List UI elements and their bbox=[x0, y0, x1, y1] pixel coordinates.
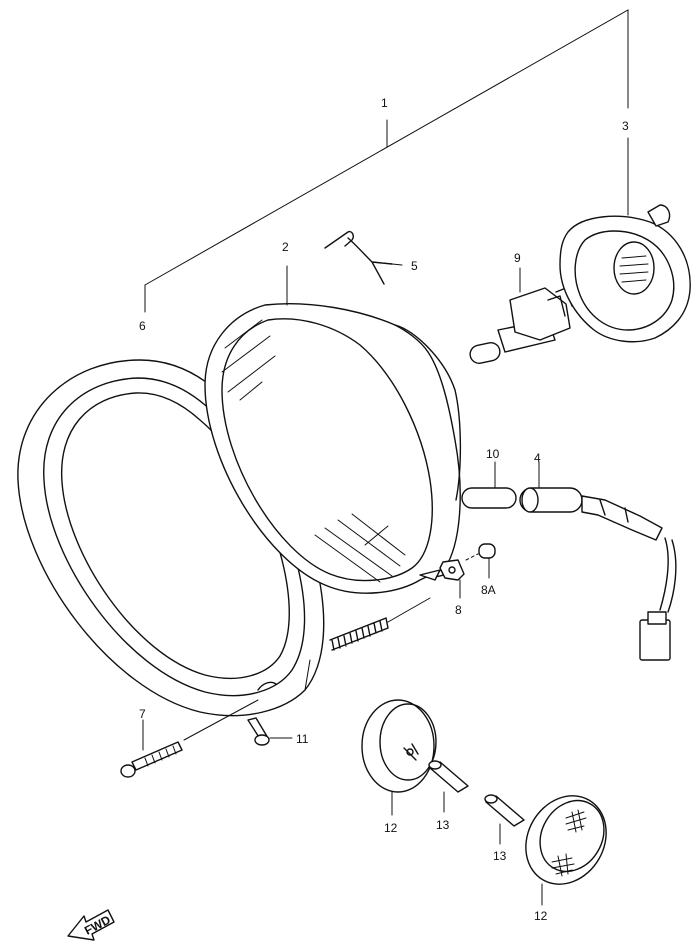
part-label-1: 1 bbox=[381, 96, 388, 110]
part-label-8a: 8A bbox=[481, 583, 496, 597]
spacer-lower bbox=[484, 794, 525, 845]
cover-right bbox=[525, 795, 607, 906]
small-screw bbox=[247, 717, 293, 746]
position-bulb bbox=[461, 461, 517, 509]
part-label-6: 6 bbox=[139, 319, 146, 333]
part-label-4: 4 bbox=[534, 451, 541, 465]
part-label-12-left: 12 bbox=[384, 821, 398, 835]
position-socket-harness bbox=[519, 461, 677, 661]
part-label-11: 11 bbox=[296, 732, 309, 746]
part-label-5: 5 bbox=[411, 259, 418, 273]
spacer-upper bbox=[428, 760, 469, 813]
part-label-12-right: 12 bbox=[534, 909, 548, 923]
spring-clip bbox=[324, 230, 403, 285]
headlight-unit bbox=[204, 265, 462, 594]
assembly-bracket-1 bbox=[144, 9, 629, 313]
part-label-8: 8 bbox=[455, 603, 462, 617]
adjuster-collar bbox=[478, 543, 496, 579]
fwd-arrow-icon: FWD bbox=[67, 909, 115, 941]
part-label-2: 2 bbox=[282, 240, 289, 254]
bulb-socket-cover bbox=[559, 204, 691, 343]
part-label-7: 7 bbox=[139, 707, 146, 721]
part-label-13-lower: 13 bbox=[493, 849, 507, 863]
adjuster-screw bbox=[120, 699, 259, 778]
part-label-9: 9 bbox=[514, 251, 521, 265]
cover-left bbox=[361, 699, 437, 816]
adjuster-nut bbox=[439, 553, 479, 599]
headlight-bulb bbox=[469, 267, 573, 364]
part-label-13-upper: 13 bbox=[436, 818, 450, 832]
part-label-3: 3 bbox=[622, 119, 629, 133]
part-label-10: 10 bbox=[486, 447, 500, 461]
adjuster-spring bbox=[329, 597, 431, 651]
